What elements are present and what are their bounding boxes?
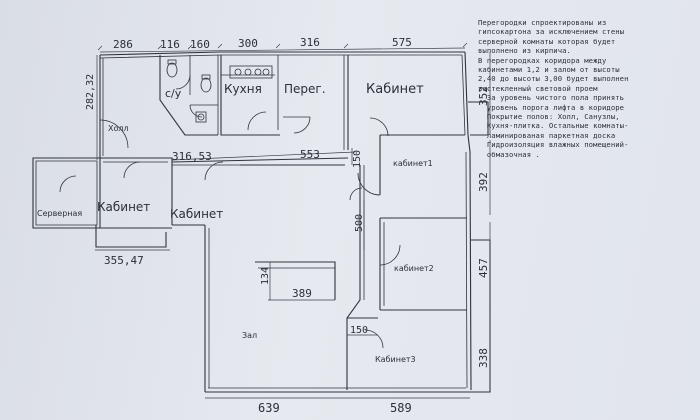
note-line: гипсокартона за исключением стены xyxy=(478,27,625,37)
room-su: с/у xyxy=(165,87,182,100)
dim-mid-553: 553 xyxy=(300,148,320,161)
note-line: За уровень чистого пола принять xyxy=(478,93,625,103)
dim-left-282: 282,32 xyxy=(85,74,96,110)
note-line: кабинетами 1,2 и залом от высоты xyxy=(478,65,620,75)
dim-top-160: 160 xyxy=(190,38,210,51)
dim-mid-316-53: 316,53 xyxy=(172,150,212,163)
note-line: обмазочная . xyxy=(478,149,540,159)
note-line: Покрытие полов: Холл, Санузлы, xyxy=(478,112,620,122)
door-arcs xyxy=(59,74,401,349)
note-line: 2,40 до высоты 3,00 будет выполнен xyxy=(478,74,629,84)
note-line: Кухня-плитка. Остальные комнаты- xyxy=(478,121,629,131)
dim-r-457: 457 xyxy=(477,258,490,278)
dim-v-500: 500 xyxy=(354,214,365,232)
room-cabinet-main: Кабинет xyxy=(366,82,424,97)
dim-top-116: 116 xyxy=(160,38,180,51)
room-cabinet2: кабинет2 xyxy=(394,264,434,273)
room-cabinet-left: Кабинет xyxy=(97,200,150,214)
dim-v-134: 134 xyxy=(260,267,271,285)
room-kitchen: Кухня xyxy=(224,82,262,96)
room-hall: Холл xyxy=(108,124,129,133)
room-pereg: Перег. xyxy=(284,82,326,96)
room-zal: Зал xyxy=(242,331,257,340)
dim-top-300: 300 xyxy=(238,37,258,50)
dimension-labels: 286 116 160 300 316 575 282,32 316,53 55… xyxy=(85,36,490,415)
fixtures xyxy=(166,59,273,123)
room-cabinet-mid: Кабинет xyxy=(170,207,223,221)
room-cabinet1: кабинет1 xyxy=(393,159,433,168)
note-line: В перегородках коридора между xyxy=(478,55,607,65)
note-line: Гидроизоляция влажных помещений- xyxy=(478,140,629,150)
dim-top-575: 575 xyxy=(392,36,412,49)
note-line: уровень порога лифта в коридоре xyxy=(478,102,625,112)
room-server: Серверная xyxy=(37,209,82,218)
dim-top-286: 286 xyxy=(113,38,133,51)
note-line: серверной комнаты которая будет xyxy=(478,36,616,46)
room-labels: с/у Кухня Перег. Кабинет Холл Серверная … xyxy=(37,82,434,364)
note-line: застекленный световой проем xyxy=(478,83,598,93)
dim-r-392: 392 xyxy=(477,172,490,192)
dim-top-316: 316 xyxy=(300,36,320,49)
dim-h-150: 150 xyxy=(350,325,368,336)
note-line: ламинированая паркетная доска xyxy=(478,130,616,140)
room-cabinet3: Кабинет3 xyxy=(375,355,416,364)
dim-b-589: 589 xyxy=(390,401,412,415)
dim-h-389: 389 xyxy=(292,287,312,300)
outer-walls xyxy=(99,51,491,393)
dim-b-639: 639 xyxy=(258,401,280,415)
dimension-lines xyxy=(95,42,491,399)
dim-b-355: 355,47 xyxy=(104,254,144,267)
note-line: выполнено из кирпича. xyxy=(478,46,571,56)
dim-r-338: 338 xyxy=(477,348,490,368)
dim-v-150: 150 xyxy=(352,150,363,168)
note-line: Перегородки спроектированы из xyxy=(478,18,607,27)
dim-r-352: 352 xyxy=(477,86,490,106)
